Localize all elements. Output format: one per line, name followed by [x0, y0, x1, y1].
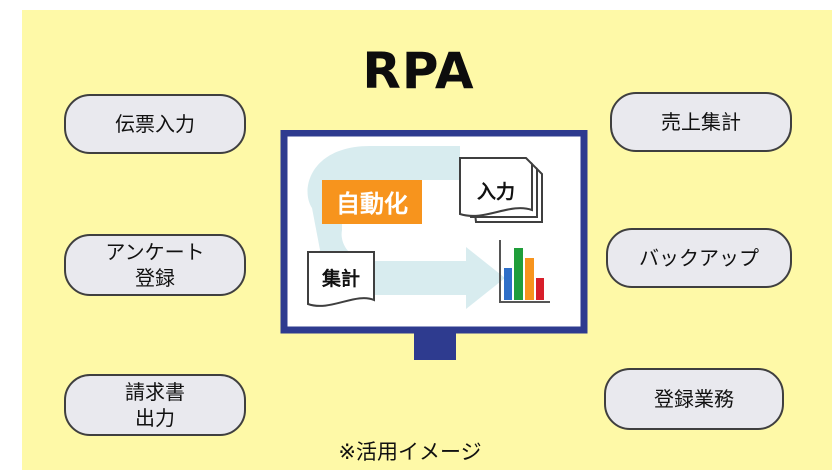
monitor-neck	[414, 332, 456, 360]
task-invoice-entry: 伝票入力	[64, 94, 246, 154]
task-label-line1: アンケート	[105, 240, 205, 264]
task-label: 伝票入力	[115, 112, 195, 136]
task-label-line1: 請求書	[125, 380, 185, 404]
monitor-illustration: 自動化 入力 集計	[280, 130, 588, 360]
task-label: 売上集計	[661, 110, 741, 134]
bar-chart-icon	[499, 240, 550, 303]
diagram-title: RPA	[362, 42, 475, 100]
task-bill-output: 請求書 出力	[64, 374, 246, 436]
document-stack-icon	[459, 157, 543, 223]
task-label-line2: 登録	[135, 266, 175, 290]
task-registration-work: 登録業務	[604, 368, 784, 430]
automation-badge	[322, 180, 422, 224]
task-survey-registration: アンケート 登録	[64, 234, 246, 296]
task-label: バックアップ	[639, 246, 759, 270]
task-sales-summary: 売上集計	[610, 92, 792, 152]
input-doc-label: 入力	[477, 180, 515, 203]
summary-doc-label: 集計	[321, 267, 360, 290]
task-label: 登録業務	[654, 387, 734, 411]
caption: ※活用イメージ	[338, 440, 482, 464]
task-label-line2: 出力	[135, 406, 175, 430]
document-icon	[307, 251, 375, 307]
task-backup: バックアップ	[606, 228, 792, 288]
automation-label: 自動化	[336, 190, 408, 218]
